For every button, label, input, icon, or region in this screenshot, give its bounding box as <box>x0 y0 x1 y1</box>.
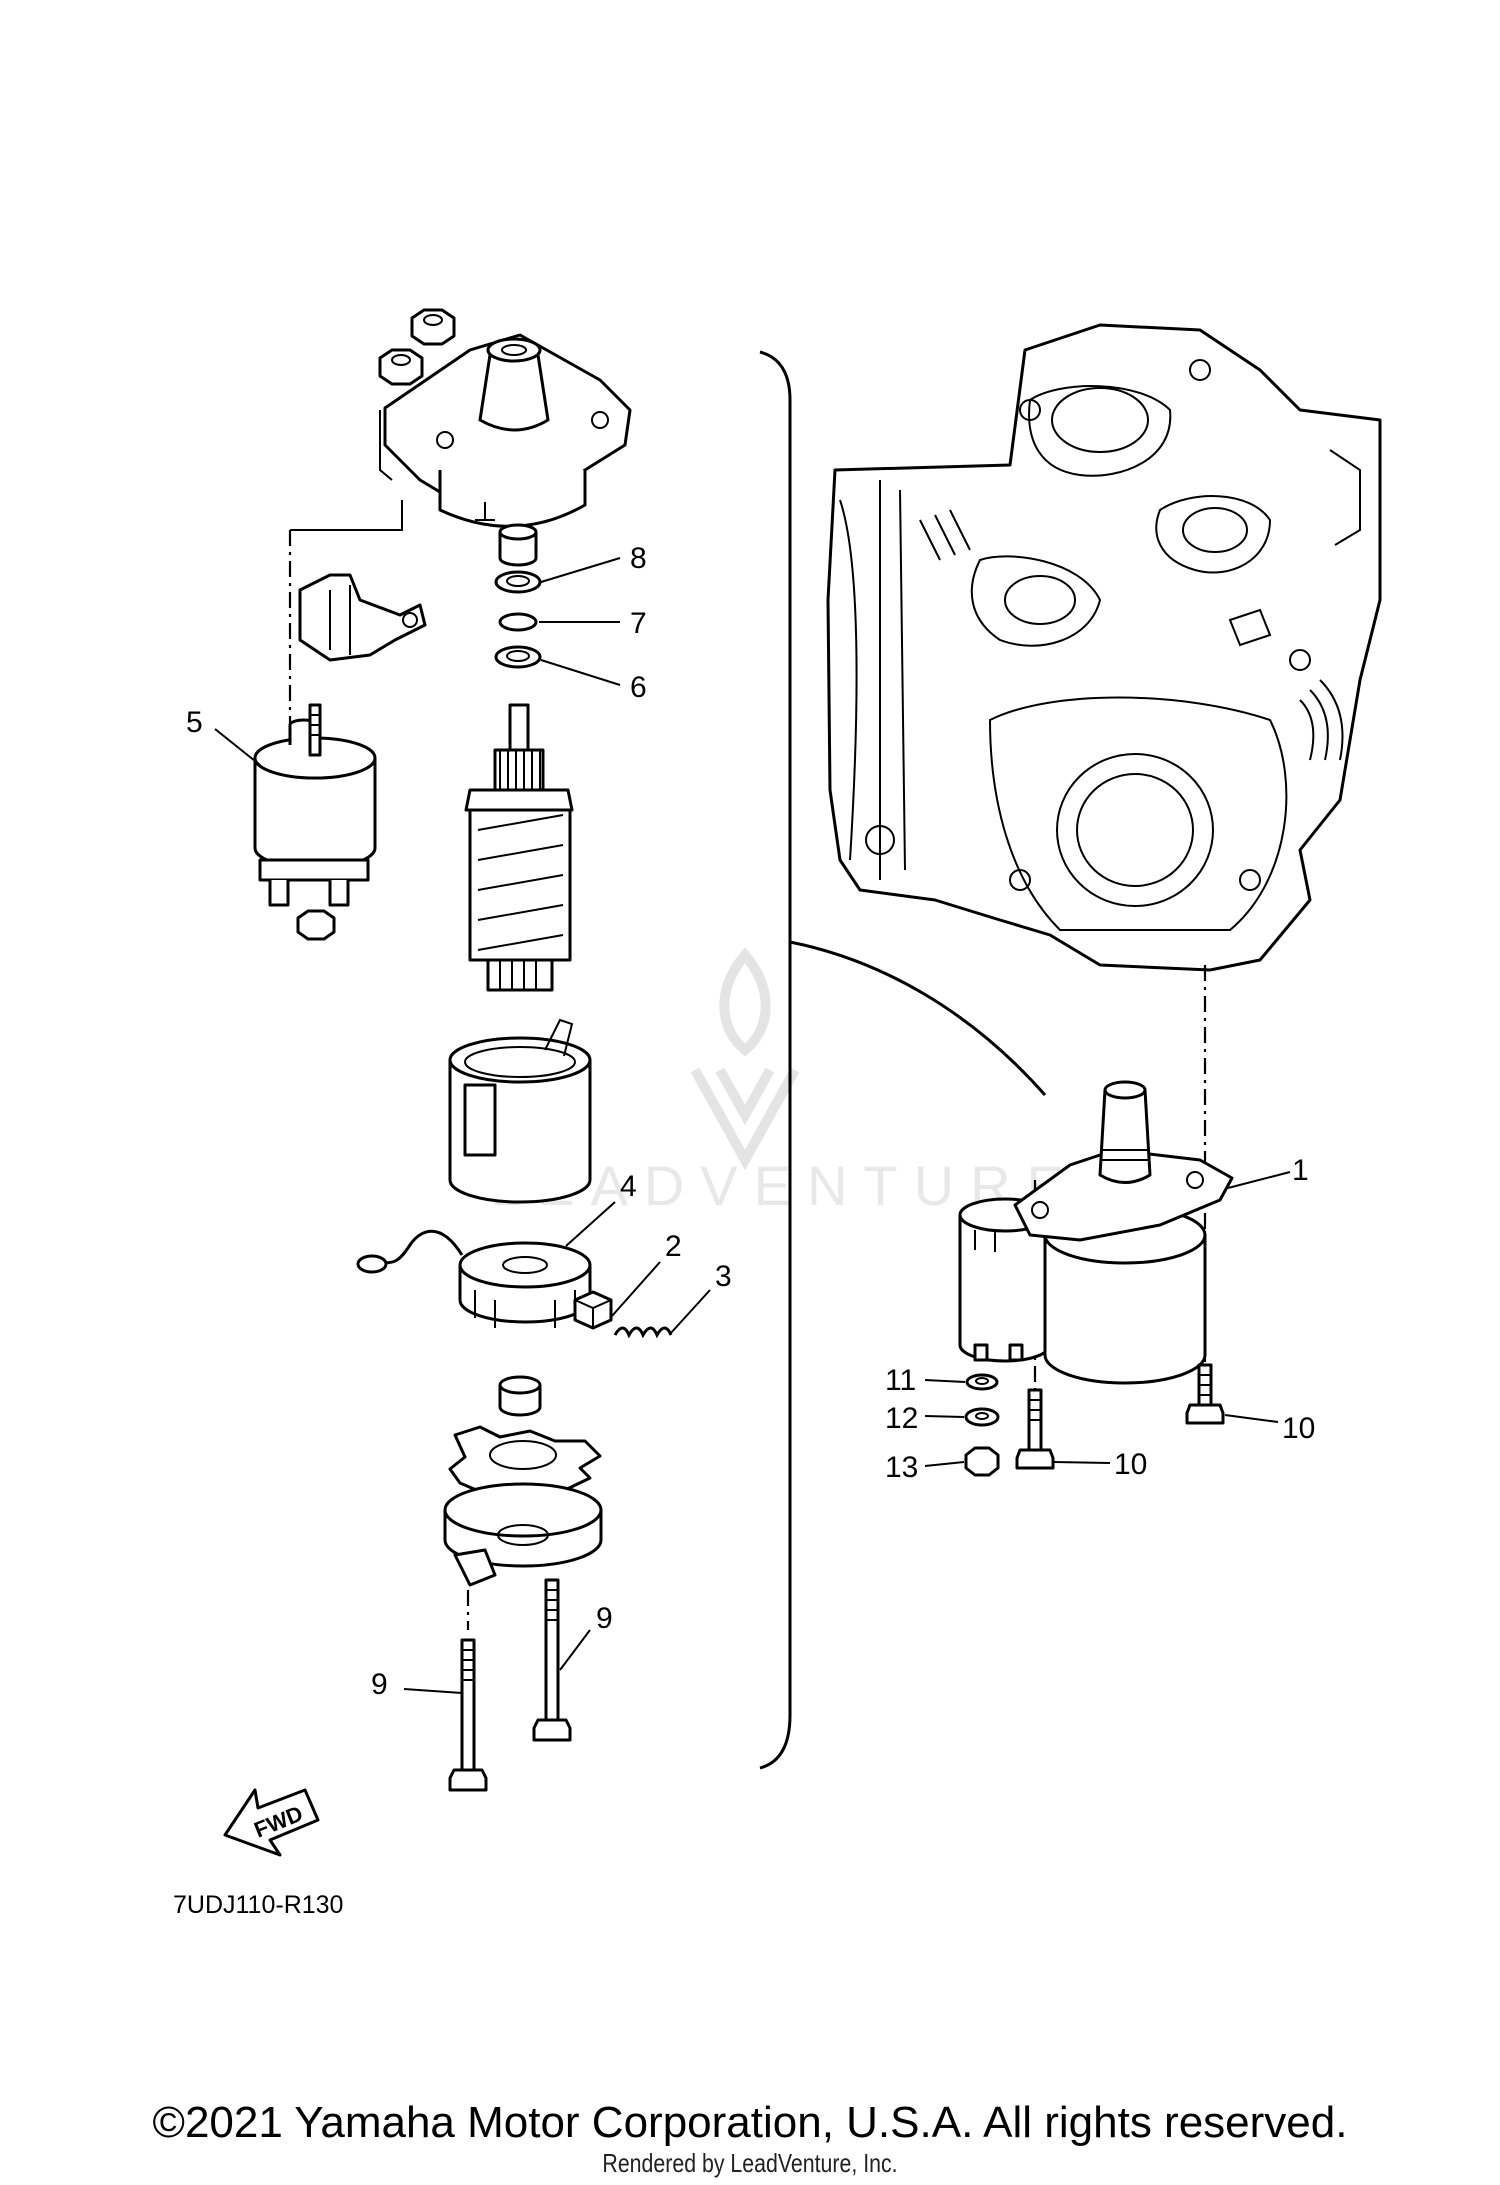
rear-cover <box>443 1482 603 1587</box>
washer-6 <box>494 645 542 669</box>
starter-motor-assembly <box>958 1080 1234 1385</box>
callout-2: 2 <box>665 1230 682 1263</box>
callout-3: 3 <box>715 1260 732 1293</box>
through-bolt-left <box>448 1590 488 1792</box>
callout-10-right: 10 <box>1282 1412 1315 1445</box>
solenoid-nut <box>296 909 336 941</box>
brush-plate <box>448 1425 602 1500</box>
rear-bushing <box>498 1375 542 1417</box>
fwd-arrow-icon: FWD <box>223 1788 320 1857</box>
callout-7: 7 <box>630 607 647 640</box>
callout-12: 12 <box>885 1402 918 1435</box>
through-bolt-right <box>532 1578 572 1742</box>
rendered-by-notice: Rendered by LeadVenture, Inc. <box>602 2148 898 2178</box>
copyright-notice: ©2021 Yamaha Motor Corporation, U.S.A. A… <box>152 2098 1348 2147</box>
callout-8: 8 <box>630 542 647 575</box>
front-bracket-housing <box>379 333 632 528</box>
callout-1: 1 <box>1292 1154 1309 1187</box>
callout-4: 4 <box>620 1170 637 1203</box>
brush-holder <box>356 1229 592 1328</box>
nut-13 <box>964 1446 1000 1477</box>
callout-10-left: 10 <box>1114 1448 1147 1481</box>
brush <box>573 1290 613 1330</box>
clip-7 <box>498 612 538 632</box>
callout-9-right: 9 <box>596 1602 613 1635</box>
yoke-field-frame <box>448 1018 592 1204</box>
diagram-code: 7UDJ110-R130 <box>173 1891 344 1919</box>
callout-11: 11 <box>885 1364 916 1397</box>
callout-13: 13 <box>885 1451 918 1484</box>
solenoid-switch <box>253 703 377 907</box>
bushing <box>498 523 538 567</box>
group-bracket <box>759 350 792 1770</box>
callout-9-left: 9 <box>371 1668 388 1701</box>
top-nut <box>410 308 456 346</box>
washer-11 <box>965 1373 999 1391</box>
mount-bolt-left <box>1015 1388 1055 1470</box>
brush-spring <box>613 1326 673 1339</box>
callout-5: 5 <box>186 706 203 739</box>
mount-bolt-right <box>1185 1363 1225 1425</box>
callout-6: 6 <box>630 671 647 704</box>
top-nut-2 <box>378 348 424 386</box>
engine-block <box>826 323 1382 972</box>
washer-12 <box>964 1407 1000 1427</box>
armature <box>464 703 574 992</box>
leader-curve <box>789 940 1047 1096</box>
washer-8 <box>494 570 542 594</box>
shift-lever <box>298 573 427 662</box>
